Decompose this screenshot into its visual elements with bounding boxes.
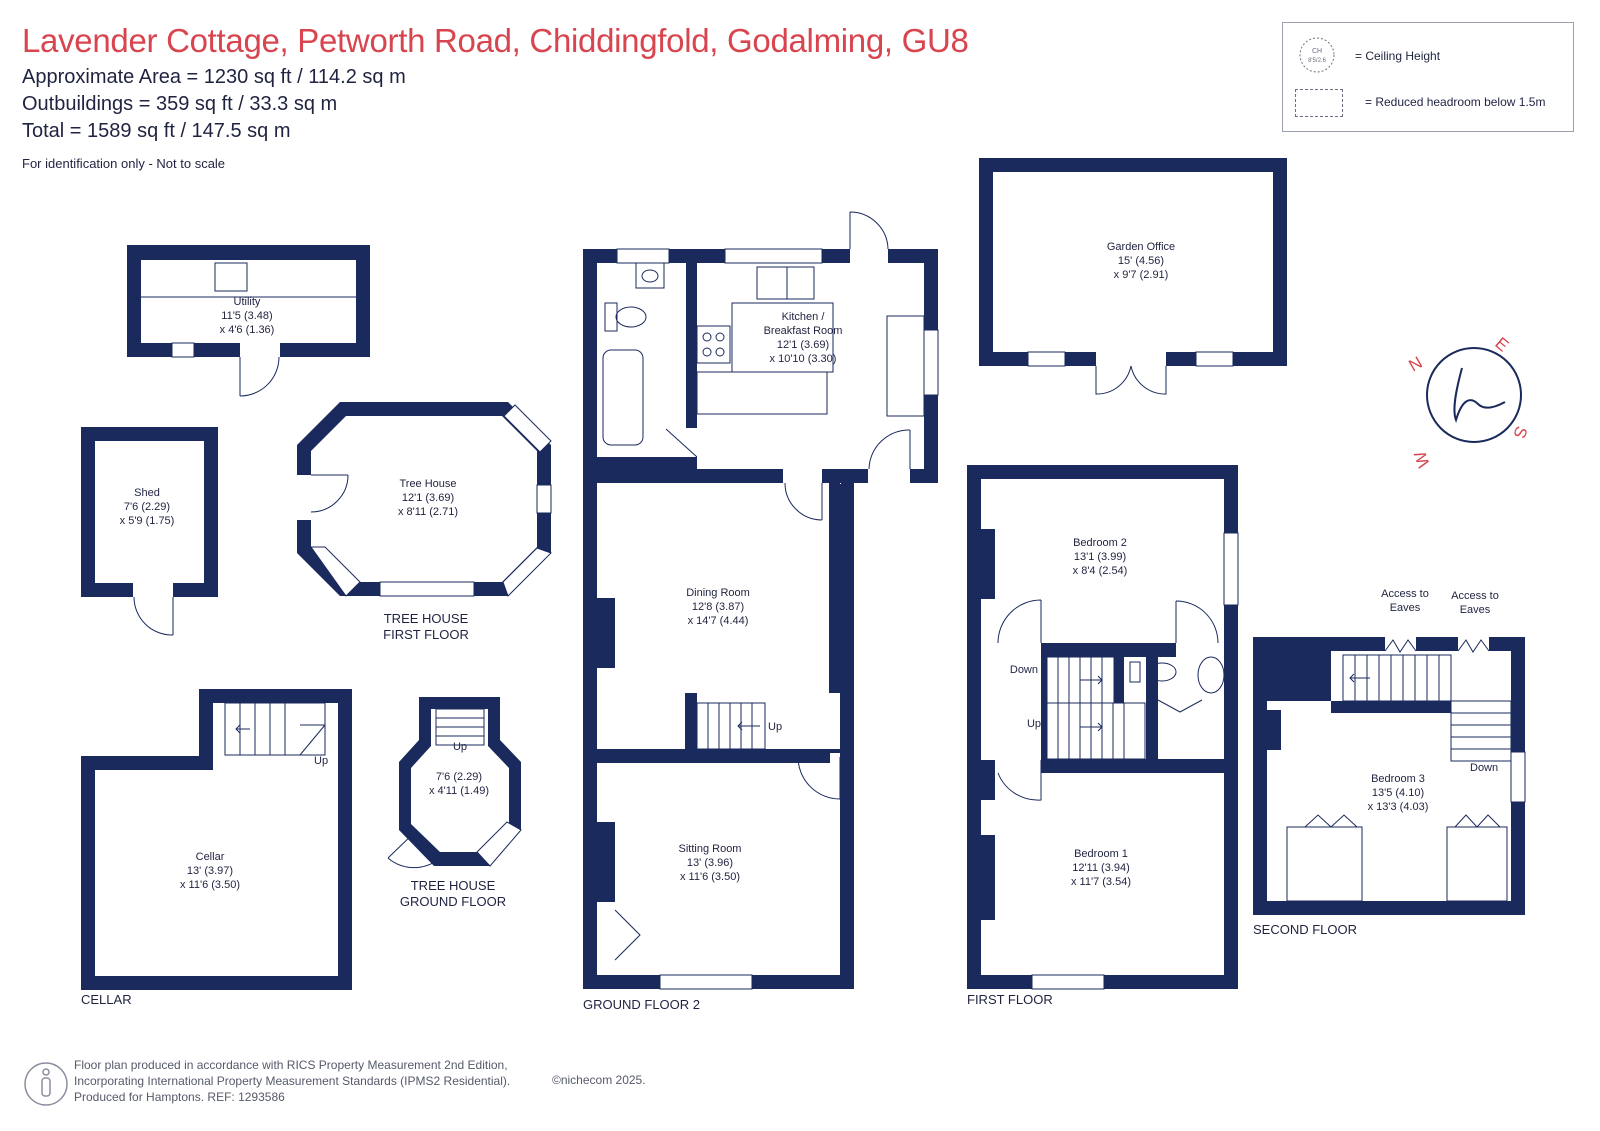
garden-office-plan: Garden Office 15' (4.56) x 9'7 (2.91) — [979, 158, 1287, 395]
ch-value: 8'5/2.6 — [1308, 58, 1326, 64]
first-floor-plan: Down Up Bedroom 2 13'1 (3.99) x 8'4 (2.5… — [967, 465, 1239, 1007]
footer-notes: Floor plan produced in accordance with R… — [74, 1057, 510, 1105]
garden-office-dim2: x 9'7 (2.91) — [1114, 269, 1169, 281]
second-floor-label: SECOND FLOOR — [1253, 922, 1357, 937]
dining-name: Dining Room — [686, 587, 750, 599]
compass-s: S — [1509, 424, 1531, 441]
tree-house-gf-dim1: 7'6 (2.29) — [436, 771, 482, 783]
access-eaves-1a: Access to — [1381, 588, 1429, 600]
sitting-dim2: x 11'6 (3.50) — [680, 871, 740, 883]
bedroom2-dim1: 13'1 (3.99) — [1074, 551, 1126, 563]
tree-house-ff-name: Tree House — [399, 478, 456, 490]
compass-n: N — [1406, 353, 1426, 376]
tree-house-first-floor-plan: Tree House 12'1 (3.69) x 8'11 (2.71) TRE… — [297, 402, 552, 642]
tree-house-gf-label-1: TREE HOUSE — [411, 878, 496, 893]
kitchen-name-2: Breakfast Room — [764, 325, 843, 337]
first-floor-down-label: Down — [1010, 664, 1038, 676]
tree-house-gf-label-2: GROUND FLOOR — [400, 894, 506, 909]
dining-dim1: 12'8 (3.87) — [692, 601, 744, 613]
footer-line-1: Floor plan produced in accordance with R… — [74, 1058, 508, 1072]
reduced-headroom-icon — [1295, 89, 1343, 117]
brand-logo-icon — [1453, 367, 1506, 424]
total-area: Total = 1589 sq ft / 147.5 sq m — [22, 120, 291, 142]
utility-dim2: x 4'6 (1.36) — [220, 324, 275, 336]
dining-dim2: x 14'7 (4.44) — [688, 615, 749, 627]
cellar-floor-label: CELLAR — [81, 992, 132, 1007]
reduced-headroom-label: = Reduced headroom below 1.5m — [1365, 95, 1546, 109]
first-floor-label: FIRST FLOOR — [967, 992, 1053, 1007]
footer-line-2: Incorporating International Property Mea… — [74, 1074, 511, 1088]
cellar-dim2: x 11'6 (3.50) — [180, 879, 240, 891]
compass-w: W — [1410, 449, 1433, 471]
bedroom3-dim2: x 13'3 (4.03) — [1368, 801, 1429, 813]
first-floor-up-label: Up — [1027, 718, 1041, 730]
bedroom3-name: Bedroom 3 — [1371, 773, 1425, 785]
ground-floor-label: GROUND FLOOR 2 — [583, 997, 700, 1012]
page-title: Lavender Cottage, Petworth Road, Chiddin… — [22, 22, 969, 59]
kitchen-name-1: Kitchen / — [782, 311, 826, 323]
tree-house-gf-dim2: x 4'11 (1.49) — [429, 785, 489, 797]
bedroom3-dim1: 13'5 (4.10) — [1372, 787, 1424, 799]
sitting-dim1: 13' (3.96) — [687, 857, 733, 869]
tree-house-ff-dim2: x 8'11 (2.71) — [398, 506, 458, 518]
ceiling-height-label: = Ceiling Height — [1355, 49, 1441, 63]
garden-office-dim1: 15' (4.56) — [1118, 255, 1164, 267]
bedroom1-dim1: 12'11 (3.94) — [1072, 862, 1130, 874]
bedroom2-dim2: x 8'4 (2.54) — [1073, 565, 1128, 577]
access-eaves-1b: Eaves — [1390, 602, 1421, 614]
shed-plan: Shed 7'6 (2.29) x 5'9 (1.75) — [81, 427, 218, 636]
tree-house-ff-label-2: FIRST FLOOR — [383, 627, 469, 642]
kitchen-dim2: x 10'10 (3.30) — [770, 353, 837, 365]
ground-floor-up-label: Up — [768, 721, 782, 733]
cellar-up-label: Up — [314, 755, 328, 767]
tree-house-ff-label-1: TREE HOUSE — [384, 611, 469, 626]
disclaimer-note: For identification only - Not to scale — [22, 156, 226, 171]
cellar-dim1: 13' (3.97) — [187, 865, 233, 877]
utility-dim1: 11'5 (3.48) — [221, 310, 272, 322]
utility-plan: Utility 11'5 (3.48) x 4'6 (1.36) — [127, 245, 370, 397]
bedroom1-name: Bedroom 1 — [1074, 848, 1128, 860]
cellar-name: Cellar — [196, 851, 225, 863]
sitting-name: Sitting Room — [679, 843, 742, 855]
tree-house-ff-dim1: 12'1 (3.69) — [402, 492, 454, 504]
tree-house-gf-up-label: Up — [453, 741, 467, 753]
ch-symbol: CH — [1312, 48, 1322, 55]
cellar-plan: Up Cellar 13' (3.97) x 11'6 (3.50) CELLA… — [81, 689, 352, 1007]
copyright: ©nichecom 2025. — [552, 1073, 646, 1087]
shed-name: Shed — [134, 487, 160, 499]
access-eaves-2a: Access to — [1451, 590, 1499, 602]
outbuildings-area: Outbuildings = 359 sq ft / 33.3 sq m — [22, 93, 338, 115]
ground-floor-plan: Up Kitchen / Breakfast Room 12'1 (3.69) … — [583, 211, 939, 1012]
bedroom2-name: Bedroom 2 — [1073, 537, 1127, 549]
shed-dim1: 7'6 (2.29) — [124, 501, 170, 513]
kitchen-dim1: 12'1 (3.69) — [777, 339, 829, 351]
second-floor-down-label: Down — [1470, 762, 1498, 774]
utility-name: Utility — [234, 296, 261, 308]
second-floor-plan: Access to Eaves Access to Eaves Down Bed… — [1253, 588, 1526, 937]
access-eaves-2b: Eaves — [1460, 604, 1491, 616]
garden-office-name: Garden Office — [1107, 241, 1175, 253]
footer-line-3: Produced for Hamptons. REF: 1293586 — [74, 1090, 285, 1104]
compass: N E S W — [1406, 334, 1532, 471]
tree-house-ground-floor-plan: Up 7'6 (2.29) x 4'11 (1.49) TREE HOUSE G… — [387, 697, 522, 909]
approximate-area: Approximate Area = 1230 sq ft / 114.2 sq… — [22, 66, 406, 88]
legend-box: CH 8'5/2.6 = Ceiling Height = Reduced he… — [1282, 22, 1574, 132]
ceiling-height-icon: CH 8'5/2.6 — [1299, 37, 1335, 73]
info-person-icon — [24, 1062, 68, 1106]
bedroom1-dim2: x 11'7 (3.54) — [1071, 876, 1131, 888]
shed-dim2: x 5'9 (1.75) — [120, 515, 175, 527]
